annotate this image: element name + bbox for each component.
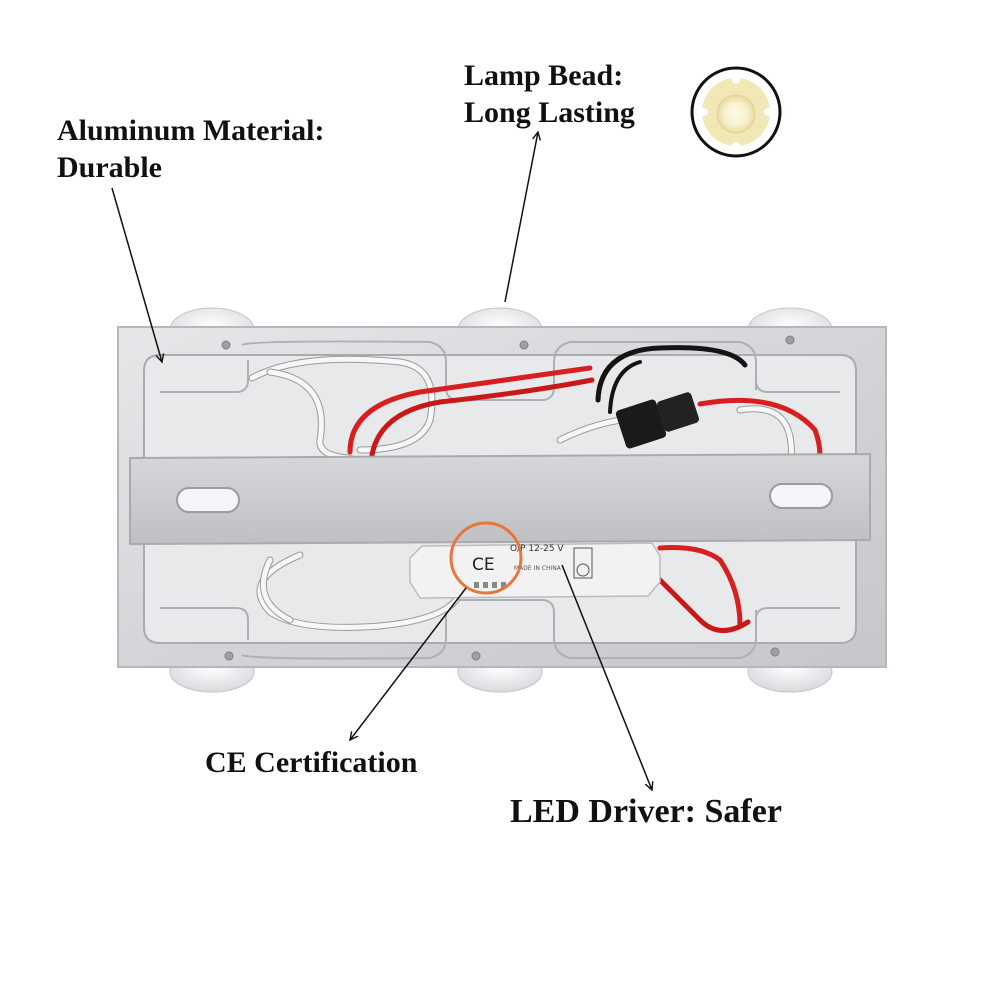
wire-connector (615, 392, 700, 449)
callout-lamp-bead: Lamp Bead: Long Lasting (464, 58, 635, 131)
driver-symbol-box (573, 547, 593, 579)
callout-aluminum-material: Aluminum Material: Durable (57, 113, 324, 186)
led-driver: CE O/P 12-25 V MADE IN CHINA (409, 542, 661, 599)
callout-ce-certification: CE Certification (205, 746, 418, 779)
callout-aluminum-detail: Durable (57, 150, 162, 184)
callout-lamp-title: Lamp Bead: (464, 59, 624, 92)
pointer-ce (350, 587, 467, 740)
callout-pointers (111, 132, 652, 790)
driver-output-text: O/P 12-25 V (510, 544, 564, 554)
callout-led-driver: LED Driver: Safer (510, 793, 782, 830)
callout-lamp-detail: Long Lasting (464, 95, 635, 129)
pointer-lamp-bead (504, 132, 538, 303)
lamp-bead-inset (690, 66, 782, 158)
bracket-slot-right (769, 483, 833, 509)
callout-aluminum-title: Aluminum Material: (57, 114, 325, 147)
driver-symbol-circle (576, 563, 590, 577)
bracket-slot-left (176, 487, 240, 513)
driver-ce-mark: CE (472, 555, 495, 575)
pointer-driver (561, 564, 652, 790)
driver-origin-text: MADE IN CHINA (514, 565, 562, 572)
driver-pins (474, 582, 506, 588)
lamp-bead-chip (716, 94, 756, 134)
ce-highlight-ring (449, 521, 523, 595)
pointer-aluminum (111, 187, 162, 362)
screws (221, 335, 795, 661)
mounting-bracket (129, 452, 871, 546)
